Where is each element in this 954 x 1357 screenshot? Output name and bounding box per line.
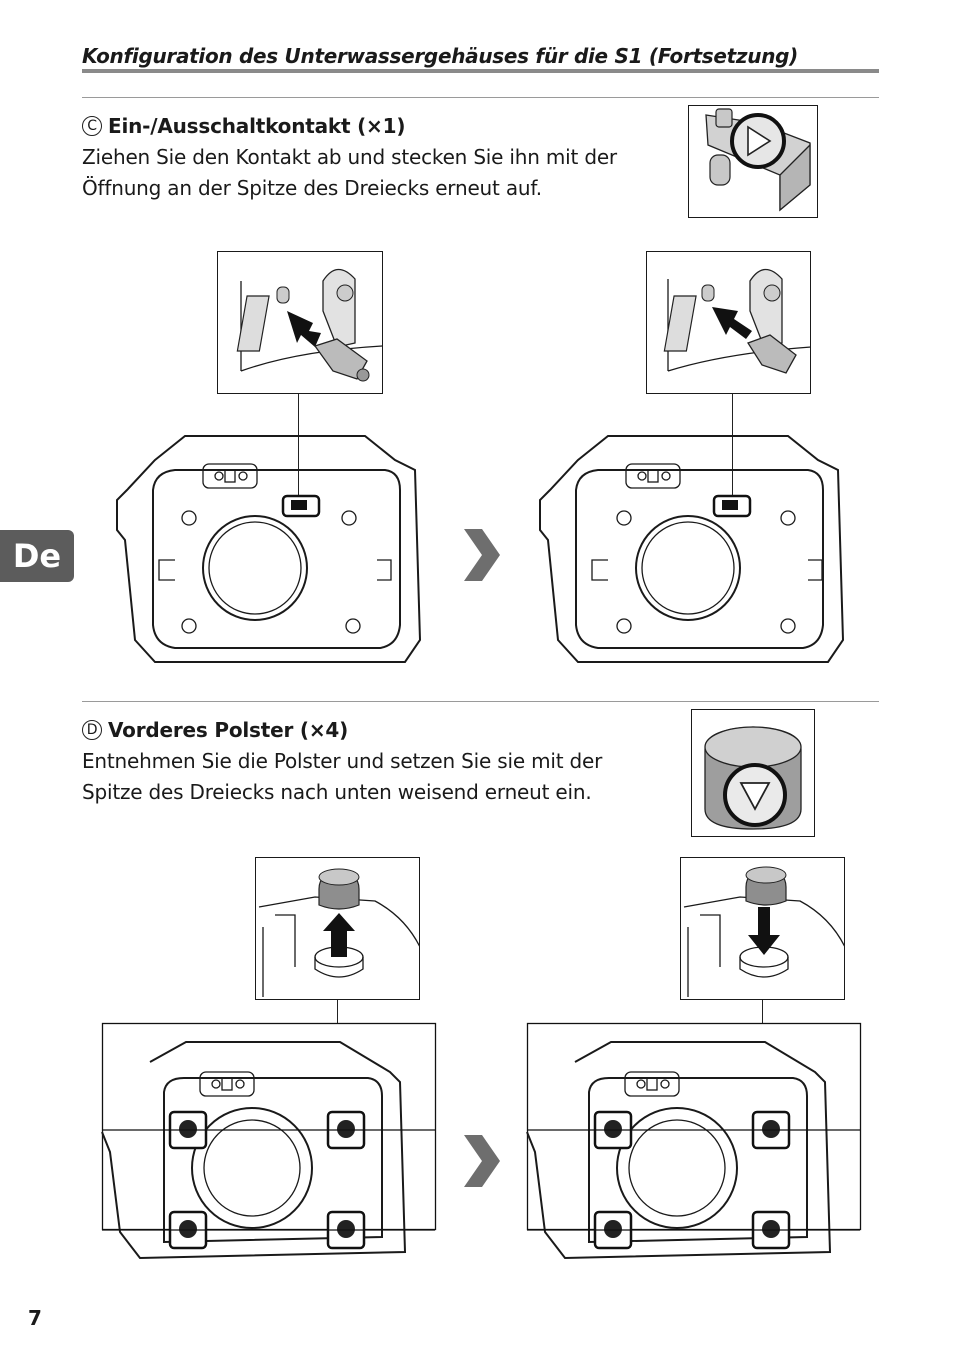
pad-insert-detail [680, 857, 845, 1000]
section-divider [82, 97, 879, 98]
section-c-heading: C Ein-/Ausschaltkontakt (×1) [82, 114, 405, 138]
section-d-heading: D Vorderes Polster (×4) [82, 718, 348, 742]
pad-removal-detail [255, 857, 420, 1000]
power-contact-illustration [688, 105, 818, 218]
callout-line [732, 394, 733, 498]
page-title: Konfiguration des Unterwassergehäuses fü… [82, 44, 798, 68]
housing-illustration [101, 1022, 437, 1260]
callout-line [762, 1000, 763, 1024]
next-step-arrow-icon [464, 529, 500, 581]
next-step-arrow-icon [464, 1135, 500, 1187]
section-d-title: Vorderes Polster (×4) [108, 718, 349, 742]
marker-c-icon: C [82, 116, 102, 136]
title-rule [82, 69, 879, 73]
section-c-body: Ziehen Sie den Kontakt ab und stecken Si… [82, 145, 617, 200]
housing-illustration [539, 435, 845, 663]
contact-removal-detail [217, 251, 383, 394]
housing-illustration [526, 1022, 862, 1260]
section-divider [82, 701, 879, 702]
section-c-title: Ein-/Ausschaltkontakt (×1) [108, 114, 406, 138]
housing-illustration [116, 435, 422, 663]
callout-line [337, 1000, 338, 1024]
contact-insert-detail [646, 251, 811, 394]
language-tab: De [0, 530, 74, 582]
front-pad-illustration [691, 709, 815, 837]
marker-d-icon: D [82, 720, 102, 740]
callout-line [298, 394, 299, 498]
page-number: 7 [28, 1306, 42, 1330]
section-d-body: Entnehmen Sie die Polster und setzen Sie… [82, 749, 603, 804]
